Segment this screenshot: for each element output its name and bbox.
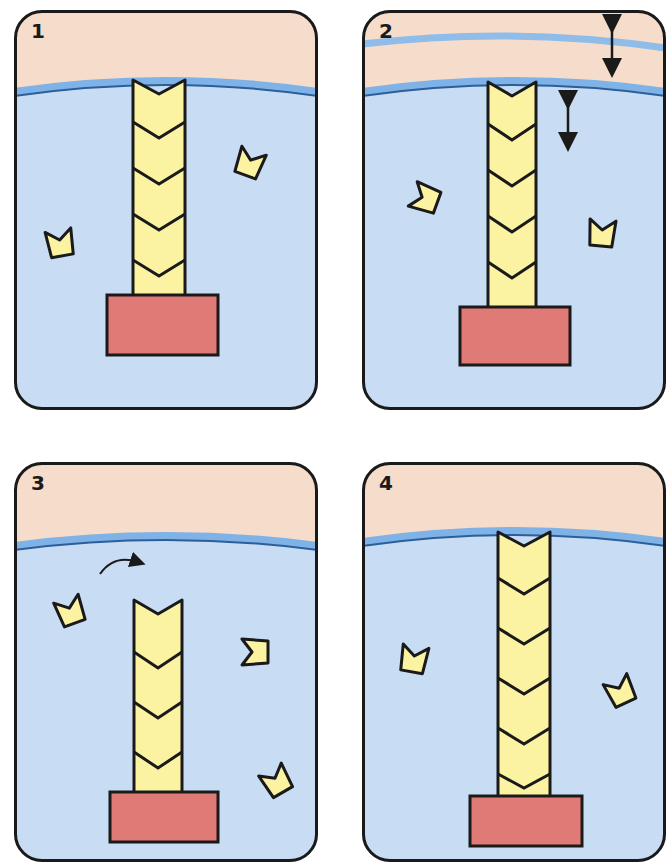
panel-art [362, 462, 666, 862]
panel-box: 4 [362, 462, 666, 862]
panel-number: 2 [379, 19, 393, 43]
panel-art [14, 462, 318, 862]
panel-number: 3 [31, 471, 45, 495]
panel-box: 2 [362, 10, 666, 410]
panel-box: 1 [14, 10, 318, 410]
panel-number: 1 [31, 19, 45, 43]
panel-box: 3 [14, 462, 318, 862]
panel-number: 4 [379, 471, 393, 495]
panel-art [362, 10, 666, 410]
panel-art [14, 10, 318, 410]
